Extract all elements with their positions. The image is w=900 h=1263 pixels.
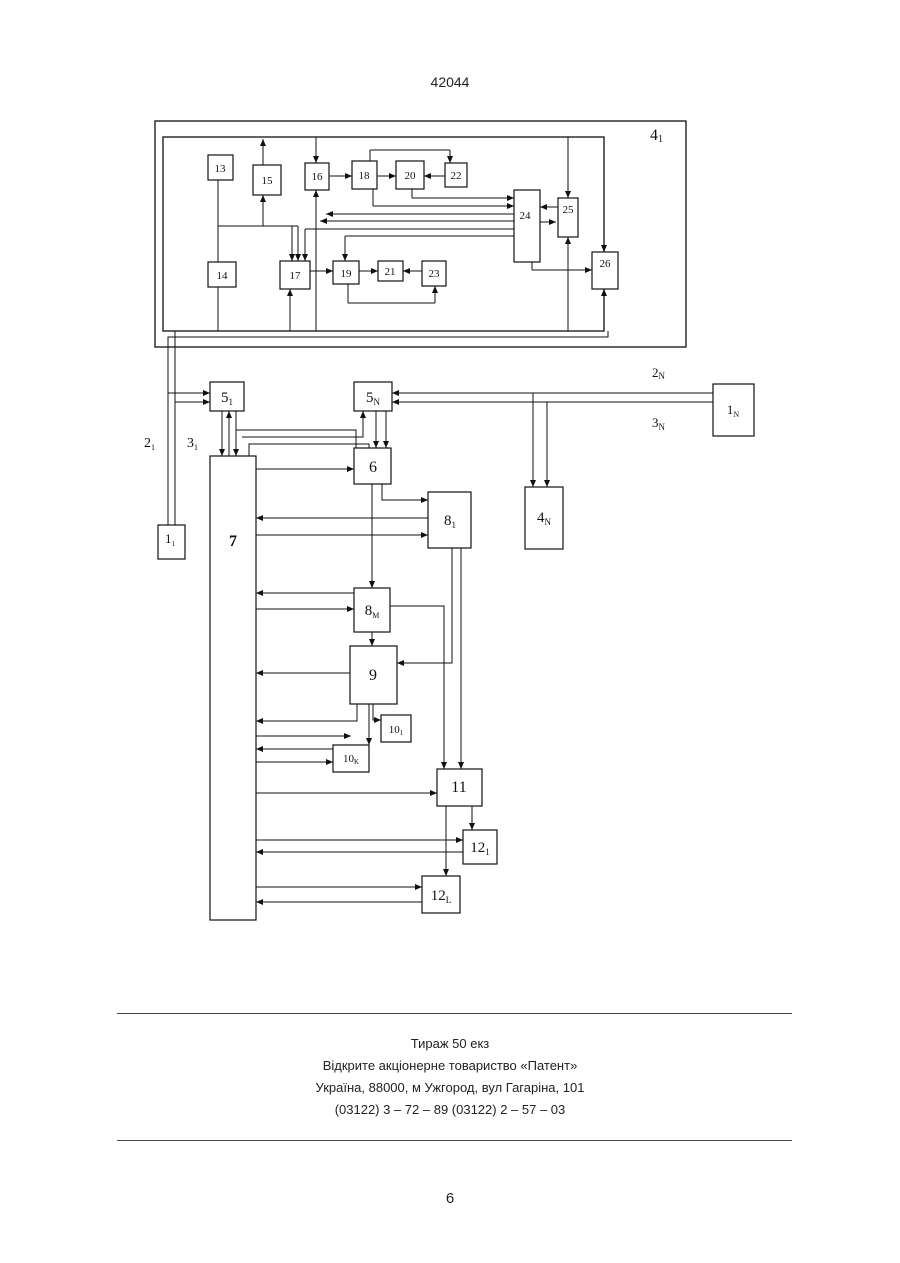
block-21-label: 21 — [385, 266, 396, 278]
block-24-label: 24 — [520, 210, 532, 222]
footer-top-divider — [117, 1013, 792, 1014]
block-11-label: 11 — [451, 779, 466, 796]
label-2-1: 21 — [144, 436, 155, 452]
label-4-1: 41 — [650, 127, 663, 145]
block-9-label: 9 — [369, 667, 377, 684]
block-7 — [210, 456, 256, 920]
block-17-label: 17 — [290, 270, 302, 282]
block-23-label: 23 — [429, 268, 441, 280]
block-13-label: 13 — [215, 163, 227, 175]
block-19-label: 19 — [341, 268, 353, 280]
block-18-label: 18 — [359, 170, 371, 182]
block-14-label: 14 — [217, 270, 229, 282]
block-22-label: 22 — [451, 170, 462, 182]
label-3-1: 31 — [187, 436, 198, 452]
block-16-label: 16 — [312, 171, 324, 183]
block-25-label: 25 — [563, 204, 575, 216]
block-6-label: 6 — [369, 459, 377, 476]
label-2-N: 2N — [652, 365, 666, 381]
block-20-label: 20 — [405, 170, 417, 182]
block-7-label: 7 — [229, 533, 237, 550]
block-24 — [514, 190, 540, 262]
block-15-label: 15 — [262, 175, 274, 187]
page-number: 6 — [0, 1190, 900, 1207]
label-3-N: 3N — [652, 415, 666, 432]
footer-address: Україна, 88000, м Ужгород, вул Гагаріна,… — [0, 1080, 900, 1095]
footer-phones: (03122) 3 – 72 – 89 (03122) 2 – 57 – 03 — [0, 1102, 900, 1117]
footer-bottom-divider — [117, 1140, 792, 1141]
footer-circulation: Тираж 50 екз — [0, 1036, 900, 1051]
unit-4-1-frame — [155, 121, 686, 347]
block-26-label: 26 — [600, 258, 612, 270]
footer-publisher: Відкрите акціонерне товариство «Патент» — [0, 1058, 900, 1073]
